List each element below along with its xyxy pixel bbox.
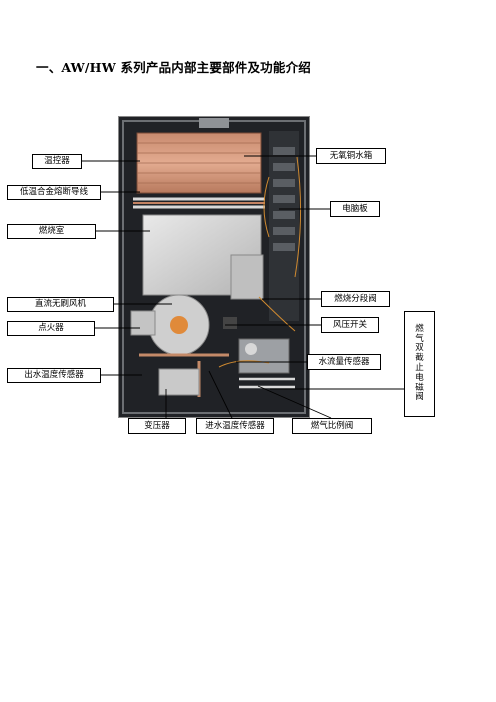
label-transformer: 变压器 — [128, 418, 186, 434]
heater-internals-photo — [118, 116, 310, 418]
label-water-flow-sensor: 水流量传感器 — [307, 354, 381, 370]
label-outlet-temp-sensor: 出水温度传感器 — [7, 368, 101, 383]
vertical-label-char: 阀 — [415, 392, 424, 403]
label-gas-shutoff-valve: 燃气双截止电磁阀 — [404, 311, 435, 417]
vertical-label-char: 燃 — [415, 323, 424, 334]
label-gas-section-valve: 燃烧分段阀 — [321, 291, 390, 307]
label-heat-exchanger: 无氧铜水箱 — [316, 148, 386, 164]
vertical-label-char: 止 — [415, 363, 424, 373]
vertical-label-text: 燃气双截止电磁阀 — [415, 323, 424, 403]
label-combustion-chamber: 燃烧室 — [7, 224, 96, 239]
vertical-label-char: 双 — [415, 343, 424, 354]
vertical-label-char: 截 — [415, 353, 424, 364]
label-fuse-wire: 低温合金熔断导线 — [7, 185, 101, 200]
vertical-label-char: 磁 — [415, 382, 424, 393]
label-inlet-temp-sensor: 进水温度传感器 — [196, 418, 274, 434]
label-dc-fan: 直流无刷风机 — [7, 297, 114, 312]
vertical-label-char: 气 — [415, 333, 424, 344]
vertical-label-char: 电 — [415, 372, 424, 383]
page-title: 一、AW/HW 系列产品内部主要部件及功能介绍 — [36, 60, 311, 75]
label-circuit-board: 电脑板 — [330, 201, 380, 217]
label-thermostat: 温控器 — [32, 154, 82, 169]
label-gas-proportional-valve: 燃气比例阀 — [292, 418, 372, 434]
label-igniter: 点火器 — [7, 321, 95, 336]
label-air-pressure-switch: 风压开关 — [321, 317, 379, 333]
